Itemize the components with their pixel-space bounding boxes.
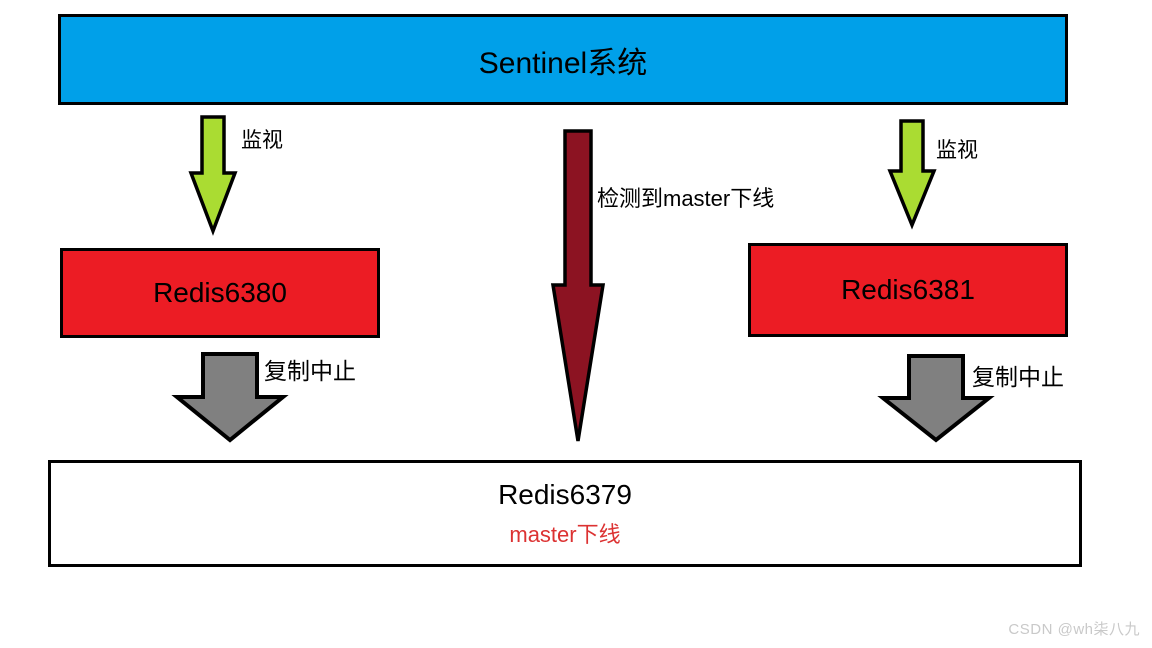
- replication-stop-arrow-right-icon: [877, 354, 995, 443]
- sentinel-system-label: Sentinel系统: [478, 46, 648, 80]
- redis6379-box: Redis6379 master下线: [48, 460, 1082, 567]
- replication-stop-left-label: 复制中止: [264, 358, 356, 384]
- monitor-right-label: 监视: [936, 139, 978, 162]
- monitor-arrow-left-icon: [188, 115, 238, 236]
- replication-stop-right-label: 复制中止: [972, 364, 1064, 390]
- detect-down-arrow-icon: [550, 129, 606, 442]
- redis6379-label: Redis6379: [498, 479, 632, 510]
- redis6381-box: Redis6381: [748, 243, 1068, 337]
- detect-down-label: 检测到master下线: [597, 186, 775, 211]
- monitor-arrow-right-icon: [887, 119, 937, 230]
- sentinel-system-box: Sentinel系统: [58, 14, 1068, 105]
- replication-stop-arrow-left-icon: [171, 352, 289, 443]
- watermark: CSDN @wh柒八九: [1008, 621, 1140, 638]
- redis6380-label: Redis6380: [153, 277, 287, 308]
- redis6380-box: Redis6380: [60, 248, 380, 338]
- redis6381-label: Redis6381: [841, 274, 975, 305]
- monitor-left-label: 监视: [241, 129, 283, 152]
- redis6379-status: master下线: [509, 522, 621, 547]
